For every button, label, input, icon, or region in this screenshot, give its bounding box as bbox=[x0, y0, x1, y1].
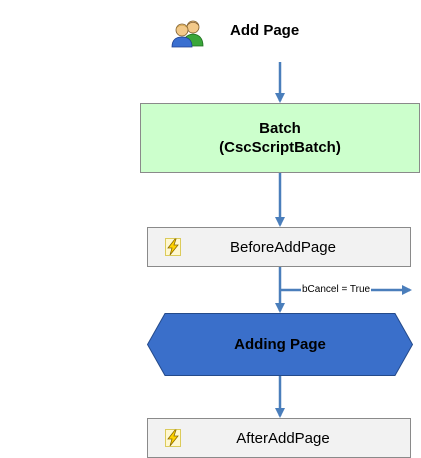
users-icon bbox=[171, 18, 205, 48]
before-add-page-node: BeforeAddPage bbox=[147, 227, 411, 267]
batch-title: Batch bbox=[259, 120, 301, 137]
lightning-icon bbox=[165, 429, 181, 447]
adding-page-node: Adding Page bbox=[146, 313, 414, 376]
batch-subtitle: (CscScriptBatch) bbox=[219, 139, 341, 156]
after-add-page-label: AfterAddPage bbox=[236, 429, 330, 447]
before-add-page-label: BeforeAddPage bbox=[230, 238, 336, 256]
adding-page-label: Adding Page bbox=[234, 336, 326, 353]
process-hexagon-shape bbox=[146, 313, 414, 376]
batch-node: Batch (CscScriptBatch) bbox=[140, 103, 420, 173]
start-label: Add Page bbox=[230, 22, 300, 39]
after-add-page-node: AfterAddPage bbox=[147, 418, 411, 458]
cancel-branch-label: bCancel = True bbox=[301, 284, 372, 296]
lightning-icon bbox=[165, 238, 181, 256]
